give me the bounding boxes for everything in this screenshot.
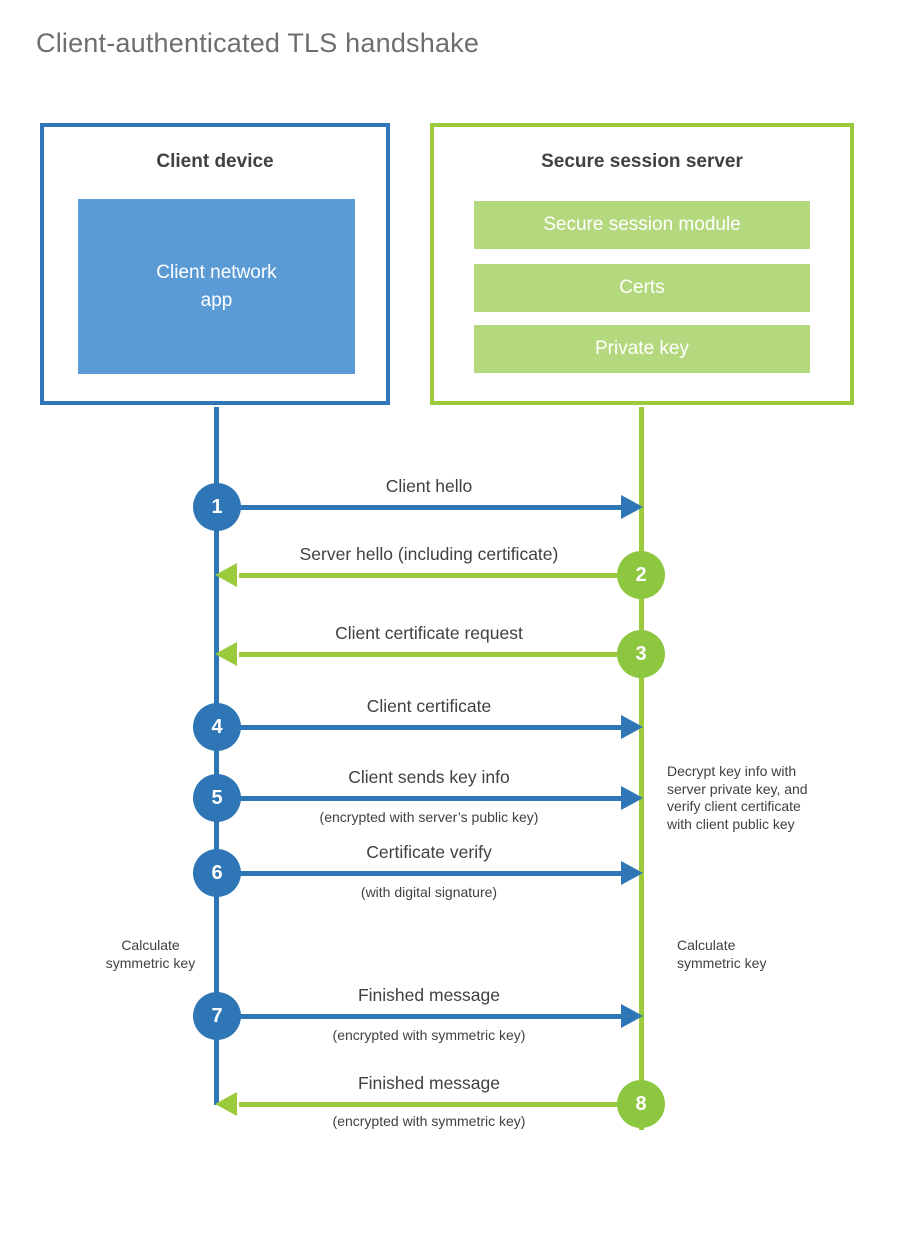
server-module-certs: Certs [474,264,810,312]
arrowhead-right-icon [621,786,643,810]
step-badge-1: 1 [193,483,241,531]
server-module-private-key: Private key [474,325,810,373]
note-decrypt-key-info: Decrypt key info with server private key… [667,763,808,832]
arrowhead-left-icon [215,642,237,666]
message-label: Client certificate request [335,623,523,643]
client-network-app-box: Client network app [78,199,355,374]
message-label: Finished message [357,985,501,1005]
note-calculate-symmetric-key-client: Calculate symmetric key [105,937,196,971]
message-label: Server hello (including certificate) [299,544,559,564]
arrowhead-right-icon [621,715,643,739]
secure-session-server-box: Secure session server Secure session mod… [430,123,854,405]
step-badge-4: 4 [193,703,241,751]
message-label: Client sends key info [348,767,510,787]
step-badge-3: 3 [617,630,665,678]
arrow-shaft [217,505,621,510]
server-module-secure-session: Secure session module [474,201,810,249]
message-sublabel: (encrypted with symmetric key) [332,1113,526,1129]
arrow-shaft [217,725,621,730]
arrow-shaft [239,573,641,578]
arrowhead-left-icon [215,563,237,587]
arrow-shaft [217,796,621,801]
arrow-shaft [239,652,641,657]
step-badge-5: 5 [193,774,241,822]
server-lifeline [639,407,644,1130]
step-badge-7: 7 [193,992,241,1040]
arrowhead-left-icon [215,1092,237,1116]
client-lifeline [214,407,219,1105]
arrowhead-right-icon [621,1004,643,1028]
step-badge-8: 8 [617,1080,665,1128]
arrow-shaft [217,1014,621,1019]
arrowhead-right-icon [621,495,643,519]
step-badge-6: 6 [193,849,241,897]
message-sublabel: (with digital signature) [360,884,498,900]
arrow-shaft [239,1102,641,1107]
step-badge-2: 2 [617,551,665,599]
arrowhead-right-icon [621,861,643,885]
arrow-shaft [217,871,621,876]
message-label: Client certificate [366,696,492,716]
client-device-title: Client device [156,151,274,172]
page-title: Client-authenticated TLS handshake [36,28,480,58]
message-sublabel: (encrypted with server’s public key) [319,809,539,825]
message-label: Certificate verify [366,842,492,862]
secure-session-server-title: Secure session server [541,151,743,172]
message-label: Finished message [357,1073,501,1093]
message-sublabel: (encrypted with symmetric key) [332,1027,526,1043]
client-device-box: Client device Client network app [40,123,390,405]
note-calculate-symmetric-key-server: Calculate symmetric key [677,937,767,971]
message-label: Client hello [385,476,473,496]
